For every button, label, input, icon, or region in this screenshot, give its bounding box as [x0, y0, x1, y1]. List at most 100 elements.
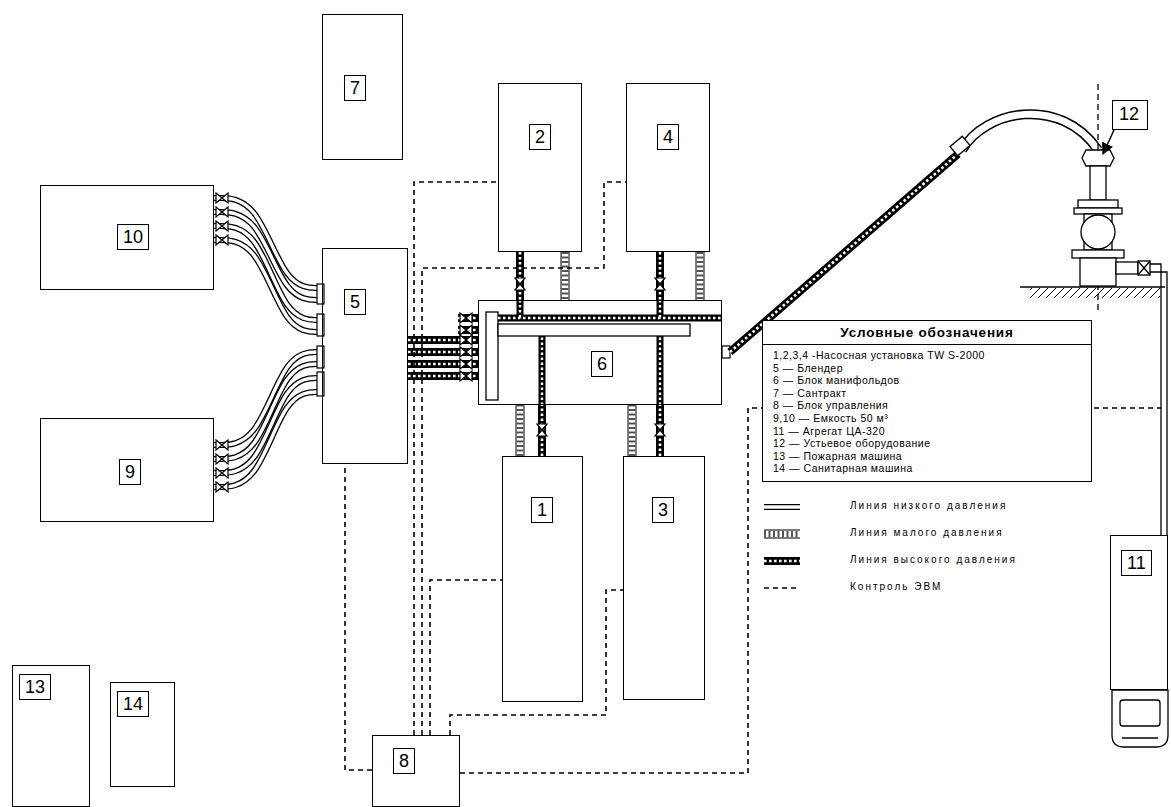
- small-pressure-line: [520, 405, 521, 456]
- extra-hoses: [214, 198, 478, 487]
- line-sample: [762, 499, 802, 515]
- pipe-stroke: [764, 560, 800, 563]
- pipe-stroke: [214, 378, 322, 473]
- small-pressure-line: [632, 405, 633, 456]
- callout-box: 12: [1112, 100, 1148, 130]
- legend-row: Линия малого давления: [762, 525, 1062, 543]
- pipe-stroke: [697, 252, 704, 300]
- callout-number: 10: [117, 224, 149, 250]
- pipe-stroke: [561, 252, 570, 300]
- valve-symbol: [460, 325, 472, 335]
- valve-symbol: [460, 371, 472, 381]
- callout-number: 14: [117, 691, 149, 717]
- legend-item: 6 — Блок манифольдов: [773, 374, 1081, 387]
- pipe-stroke: [430, 580, 502, 735]
- legend-text: Линия низкого давления: [850, 500, 1007, 511]
- valve-symbol: [216, 221, 228, 231]
- callout-number: 8: [393, 748, 415, 774]
- pipe-stroke: [408, 336, 478, 344]
- callout-number: 1: [531, 497, 553, 523]
- valve-symbol: [216, 440, 228, 450]
- pipe-stroke: [764, 531, 800, 538]
- valve-symbol: [460, 359, 472, 369]
- line-sample: [762, 580, 802, 596]
- pipe-stroke: [458, 326, 478, 334]
- legend-box: Условные обозначения 1,2,3,4 -Насосная ус…: [762, 320, 1092, 482]
- valve-symbol: [460, 335, 472, 345]
- pipe-stroke: [408, 360, 478, 368]
- callout-number: 11: [1121, 550, 1152, 576]
- pump-unit: 3: [623, 456, 705, 700]
- valve-symbol: [460, 313, 472, 323]
- valve-symbol: [216, 454, 228, 464]
- valve-symbol: [216, 482, 228, 492]
- small-pressure-line: [565, 252, 566, 300]
- callout-number: 4: [657, 124, 679, 150]
- manifold-high-pressure-pipe: [498, 300, 722, 405]
- pipe-stroke: [214, 212, 322, 300]
- high-pressure-line: [520, 252, 521, 300]
- cementing-unit: 11: [1110, 535, 1168, 690]
- control-line: [430, 580, 502, 735]
- pipe-stroke: [516, 405, 525, 456]
- blender: 5: [322, 248, 408, 464]
- valve-symbol: [515, 278, 525, 290]
- legend-row: Линия низкого давления: [762, 498, 1062, 516]
- legend-item: 12 — Устьевое оборудование: [773, 437, 1081, 450]
- pipe-stroke: [414, 182, 498, 735]
- control-line: [422, 182, 626, 735]
- pipe-stroke: [345, 464, 372, 770]
- callout-number: 12: [1117, 102, 1141, 126]
- low-pressure-hose: [214, 378, 322, 473]
- truck-cab: [1112, 690, 1168, 747]
- callout-number: 7: [344, 75, 366, 101]
- callout-arrow: [1103, 130, 1114, 154]
- line-sample: [762, 526, 802, 542]
- pipe-stroke: [764, 587, 800, 589]
- legend-item: 8 — Блок управления: [773, 399, 1081, 412]
- pipe-stroke: [696, 252, 705, 300]
- pipe-stroke: [628, 405, 637, 456]
- valve-symbol: [216, 468, 228, 478]
- pump-unit: 4: [626, 83, 710, 252]
- control-line: [345, 464, 372, 770]
- pipe-stroke: [656, 252, 664, 300]
- pipe-stroke: [764, 504, 800, 510]
- manifold-pipe: [498, 324, 690, 336]
- pipe-stroke: [562, 252, 569, 300]
- legend-item: 1,2,3,4 -Насосная установка TW S-2000: [773, 349, 1081, 362]
- legend-item: 13 — Пожарная машина: [773, 450, 1081, 463]
- valves: [216, 193, 665, 492]
- legend-heading: Условные обозначения: [763, 325, 1091, 345]
- legend-text: Контроль ЭВМ: [850, 581, 942, 592]
- pipe-stroke: [408, 348, 478, 356]
- pipe-stroke: [458, 314, 478, 322]
- fire-truck: 13: [12, 665, 90, 807]
- control-unit: 8: [372, 735, 460, 807]
- pipe-stroke: [538, 405, 546, 456]
- valve-symbol: [460, 347, 472, 357]
- pipe-stroke: [659, 252, 662, 300]
- sanitary-truck: 14: [110, 682, 175, 787]
- control-line: [450, 590, 623, 735]
- valve-symbol: [216, 235, 228, 245]
- manifold-block: 6: [478, 300, 722, 405]
- legend-item: 5 — Блендер: [773, 362, 1081, 375]
- gooseneck-pipe: [950, 114, 1098, 156]
- valve-symbol: [537, 424, 547, 436]
- low-pressure-hose: [214, 212, 322, 300]
- legend-item: 14 — Санитарная машина: [773, 462, 1081, 475]
- legend-text: Линия малого давления: [850, 527, 1004, 538]
- pipe-stroke: [629, 405, 636, 456]
- pipe-stroke: [764, 557, 800, 565]
- pump-unit: 2: [498, 83, 582, 252]
- legend-row: Контроль ЭВМ: [762, 579, 1062, 597]
- pipe-stroke: [764, 531, 800, 538]
- pipe-stroke: [656, 405, 664, 456]
- pipe-stroke: [408, 372, 478, 380]
- pipe-stroke: [517, 405, 524, 456]
- high-pressure-line: [660, 252, 661, 300]
- callout-number: 6: [591, 351, 613, 377]
- legend-item: 7 — Сантракт: [773, 387, 1081, 400]
- valve-symbol: [216, 193, 228, 203]
